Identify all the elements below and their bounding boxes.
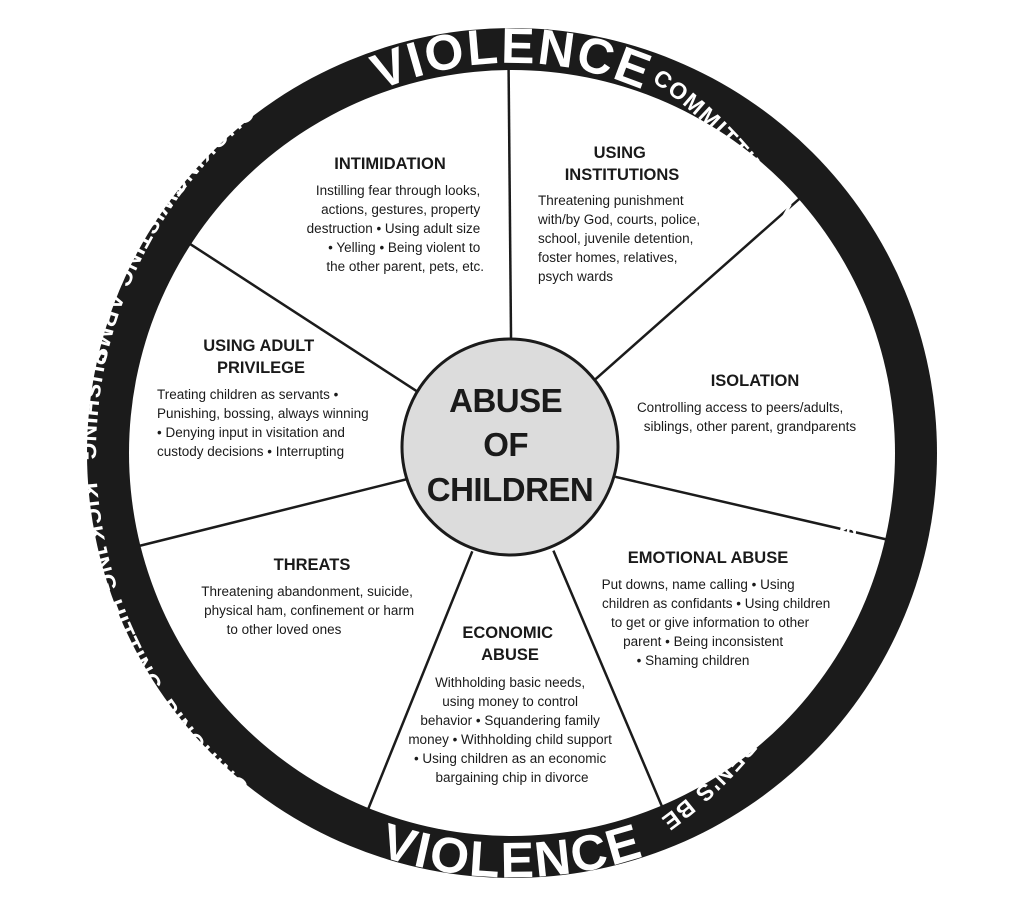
hub-circle xyxy=(400,337,620,557)
segment-body-line: parent • Being inconsistent xyxy=(623,634,783,649)
svg-text:Instilling fear through looks,: Instilling fear through looks, actions, … xyxy=(307,183,484,274)
segment-body-line: • Denying input in visitation and xyxy=(157,425,345,440)
segment-isolation: ISOLATION Controlling access to peers/ad… xyxy=(637,372,856,434)
segment-body-line: to get or give information to other xyxy=(611,615,810,630)
segment-using-adult-privilege: USING ADULT PRIVILEGE Treating children … xyxy=(157,337,372,459)
segment-emotional-abuse: EMOTIONAL ABUSE Put downs, name calling … xyxy=(602,549,834,668)
hub-line: CHILDREN xyxy=(427,471,594,508)
segment-body-line: using money to control xyxy=(442,694,578,709)
svg-text:Threatening abandonment, suici: Threatening abandonment, suicide, physic… xyxy=(201,584,418,637)
segment-title-line: EMOTIONAL ABUSE xyxy=(628,549,788,567)
segment-body-line: bargaining chip in divorce xyxy=(435,770,588,785)
segment-title-line: USING ADULT xyxy=(203,337,314,355)
segment-body-line: Controlling access to peers/adults, xyxy=(637,400,843,415)
spoke-right xyxy=(615,475,887,541)
segment-body-line: psych wards xyxy=(538,269,613,284)
svg-text:USING INSTITUTIONS: USING INSTITUTIONS xyxy=(565,144,680,184)
segment-body-line: with/by God, courts, police, xyxy=(537,212,700,227)
segment-body-line: destruction • Using adult size xyxy=(307,221,481,236)
segment-using-institutions: USING INSTITUTIONS Threatening punishmen… xyxy=(537,144,704,284)
segment-body-line: custody decisions • Interrupting xyxy=(157,444,344,459)
svg-text:ECONOMIC ABUSE: ECONOMIC ABUSE xyxy=(462,624,557,664)
segment-body-line: Instilling fear through looks, xyxy=(316,183,480,198)
segment-body-line: children as confidants • Using children xyxy=(602,596,830,611)
segment-body-line: Put downs, name calling • Using xyxy=(602,577,795,592)
svg-text:INTIMIDATION: INTIMIDATION xyxy=(334,155,446,173)
segment-body-line: Threatening abandonment, suicide, xyxy=(201,584,413,599)
segment-title-line: THREATS xyxy=(274,556,351,574)
segment-economic-abuse: ECONOMIC ABUSE Withholding basic needs, … xyxy=(408,624,615,785)
segment-body-line: actions, gestures, property xyxy=(321,202,480,217)
segment-title-line: PRIVILEGE xyxy=(217,359,305,377)
segment-title-line: ISOLATION xyxy=(711,372,800,390)
hub-label: ABUSE OF CHILDREN xyxy=(427,382,594,508)
svg-text:Withholding basic needs,: Withholding basic needs, using money to … xyxy=(408,675,615,785)
segment-title-line: USING xyxy=(594,144,646,162)
segment-body-line: to other loved ones xyxy=(227,622,342,637)
segment-threats: THREATS Threatening abandonment, suicide… xyxy=(201,556,418,637)
spoke-upper-right xyxy=(590,197,801,384)
segment-title-line: INTIMIDATION xyxy=(334,155,446,173)
svg-text:Threatening punishment w: Threatening punishment with/by God, cour… xyxy=(537,193,704,284)
hub-line: OF xyxy=(483,426,528,463)
svg-text:USING ADULT PRIVILEGE: USING ADULT PRIVILEGE xyxy=(203,337,319,377)
segment-body-line: money • Withholding child support xyxy=(408,732,612,747)
wheel-spokes xyxy=(139,68,887,810)
spoke-left xyxy=(139,477,410,548)
spoke-upper-left xyxy=(189,242,424,397)
segment-title-line: INSTITUTIONS xyxy=(565,166,680,184)
svg-text:EMOTIONAL ABUSE: EMOTIONAL ABUSE xyxy=(628,549,788,567)
segment-body-line: Punishing, bossing, always winning xyxy=(157,406,369,421)
segment-body-line: Treating children as servants • xyxy=(157,387,339,402)
segment-body-line: behavior • Squandering family xyxy=(420,713,600,728)
svg-text:Put downs, name calling • Usin: Put downs, name calling • Using children… xyxy=(602,577,834,668)
segment-body-line: Threatening punishment xyxy=(538,193,684,208)
segment-body-line: Withholding basic needs, xyxy=(435,675,585,690)
segment-body-line: foster homes, relatives, xyxy=(538,250,678,265)
segment-body-line: school, juvenile detention, xyxy=(538,231,693,246)
hub-line: ABUSE xyxy=(449,382,562,419)
segment-body-line: the other parent, pets, etc. xyxy=(326,259,484,274)
svg-text:THREATS: THREATS xyxy=(274,556,351,574)
segment-body-line: physical ham, confinement or harm xyxy=(204,603,414,618)
segment-body-line: • Shaming children xyxy=(637,653,750,668)
segment-title-line: ABUSE xyxy=(481,646,539,664)
svg-text:ISOLATION: ISOLATION xyxy=(711,372,800,390)
segment-body-line: • Yelling • Being violent to xyxy=(328,240,480,255)
spoke-top xyxy=(507,68,513,348)
spoke-lower-right xyxy=(552,550,664,807)
svg-text:Controlling access to peers/ad: Controlling access to peers/adults, sibl… xyxy=(637,400,856,434)
segment-body-line: siblings, other parent, grandparents xyxy=(644,419,857,434)
segment-intimidation: INTIMIDATION Instilling fear through loo… xyxy=(307,155,484,274)
svg-text:Treating children as servants: Treating children as servants • Punishin… xyxy=(157,387,372,459)
spoke-lower-left xyxy=(367,550,474,810)
segment-body-line: • Using children as an economic xyxy=(414,751,607,766)
segment-title-line: ECONOMIC xyxy=(462,624,553,642)
